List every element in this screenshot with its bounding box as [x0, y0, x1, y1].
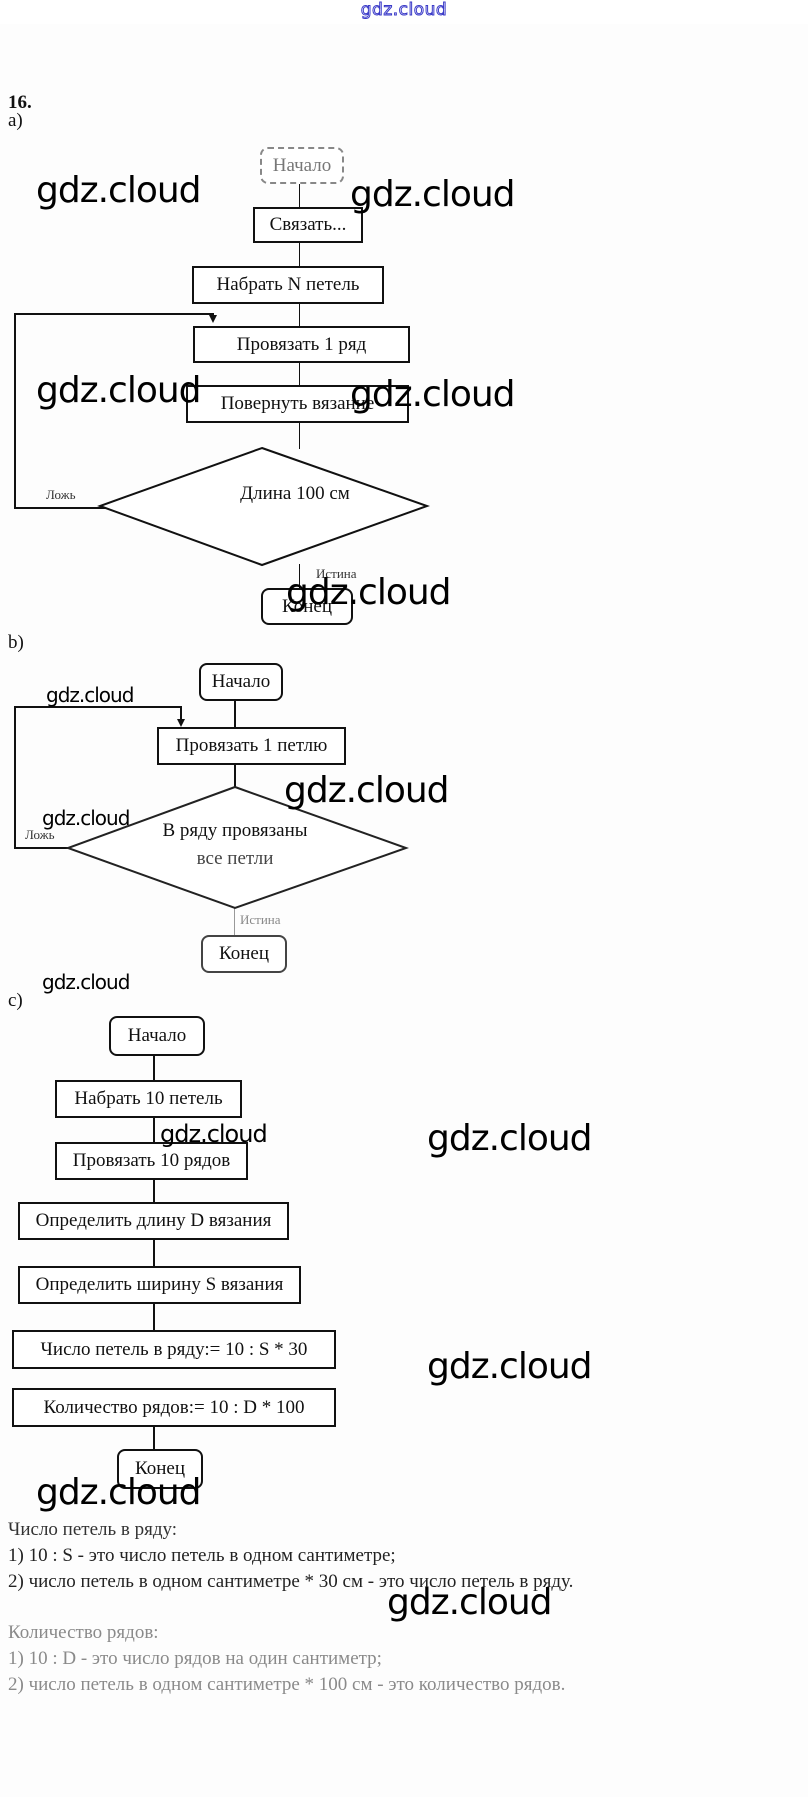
decision-node — [97, 446, 430, 567]
connector — [299, 241, 300, 267]
start-node: Начало — [109, 1016, 205, 1056]
watermark: gdz.cloud — [160, 1120, 268, 1148]
connector — [299, 302, 300, 328]
watermark: gdz.cloud — [284, 770, 450, 811]
loop-line — [14, 313, 214, 315]
process-node: Набрать N петель — [192, 266, 384, 304]
process-node: Набрать 10 петель — [55, 1080, 242, 1118]
true-label: Истина — [316, 566, 357, 581]
connector — [153, 1304, 155, 1330]
end-node: Конец — [201, 935, 287, 973]
connector — [299, 564, 300, 592]
process-node: Провязать 10 рядов — [55, 1142, 248, 1180]
part-a-label: а) — [8, 110, 23, 131]
start-node: Начало — [199, 663, 283, 701]
connector — [299, 421, 300, 449]
watermark: gdz.cloud — [427, 1346, 593, 1387]
connector — [234, 765, 236, 787]
process-node: Повернуть вязание — [186, 385, 409, 423]
watermark: gdz.cloud — [286, 572, 452, 613]
part-b-label: b) — [8, 632, 24, 653]
process-node: Провязать 1 петлю — [157, 727, 346, 765]
watermark: gdz.cloud — [36, 170, 202, 211]
loop-line — [14, 847, 70, 849]
connector — [153, 1056, 155, 1080]
connector — [153, 1240, 155, 1268]
process-node: Количество рядов:= 10 : D * 100 — [12, 1388, 336, 1427]
watermark: gdz.cloud — [350, 374, 516, 415]
arrow-down-icon — [177, 719, 185, 727]
rows-title: Количество рядов: — [8, 1622, 159, 1643]
false-label: Ложь — [46, 487, 76, 502]
connector — [234, 908, 235, 936]
process-node: Определить ширину S вязания — [18, 1266, 301, 1304]
watermark: gdz.cloud — [350, 174, 516, 215]
connector — [299, 361, 300, 387]
loop-line — [14, 706, 182, 708]
process-node: Провязать 1 ряд — [193, 326, 410, 363]
rows-step-1: 1) 10 : D - это число рядов на один сант… — [8, 1648, 382, 1669]
loop-line — [14, 507, 114, 509]
watermark: gdz.cloud — [36, 1472, 202, 1513]
connector — [153, 1180, 155, 1202]
site-header: gdz.cloud — [0, 0, 808, 24]
loop-line — [14, 706, 16, 849]
process-node: Связать... — [253, 207, 363, 243]
site-logo-link[interactable]: gdz.cloud — [360, 0, 448, 21]
loops-step-2: 2) число петель в одном сантиметре * 30 … — [8, 1571, 574, 1592]
end-node: Конец — [261, 588, 353, 625]
end-node: Конец — [117, 1449, 203, 1489]
process-node: Определить длину D вязания — [18, 1202, 289, 1240]
loop-line — [14, 313, 16, 509]
loop-line — [180, 706, 182, 720]
part-c-label: c) — [8, 990, 23, 1011]
connector — [234, 701, 236, 727]
watermark: gdz.cloud — [387, 1582, 553, 1623]
rows-step-2: 2) число петель в одном сантиметре * 100… — [8, 1674, 566, 1695]
connector — [153, 1427, 155, 1449]
decision-text: Длина 100 см — [240, 483, 350, 504]
watermark: gdz.cloud — [42, 806, 130, 830]
true-label: Истина — [240, 912, 281, 927]
loops-step-1: 1) 10 : S - это число петель в одном сан… — [8, 1545, 396, 1566]
task-number: 16. — [8, 92, 32, 113]
connector — [153, 1118, 155, 1142]
watermark: gdz.cloud — [42, 970, 130, 994]
decision-diamond — [97, 446, 430, 567]
false-label: Ложь — [25, 827, 55, 842]
decision-node — [65, 785, 409, 910]
decision-text-line2: все петли — [196, 848, 274, 869]
process-node: Число петель в ряду:= 10 : S * 30 — [12, 1330, 336, 1369]
watermark: gdz.cloud — [36, 370, 202, 411]
watermark: gdz.cloud — [427, 1118, 593, 1159]
watermark: gdz.cloud — [46, 683, 134, 707]
decision-text-line1: В ряду провязаны — [162, 820, 308, 841]
decision-diamond — [65, 785, 409, 910]
connector — [299, 183, 300, 209]
start-node: Начало — [260, 147, 344, 184]
arrow-down-icon — [209, 315, 217, 323]
loops-title: Число петель в ряду: — [8, 1519, 178, 1540]
